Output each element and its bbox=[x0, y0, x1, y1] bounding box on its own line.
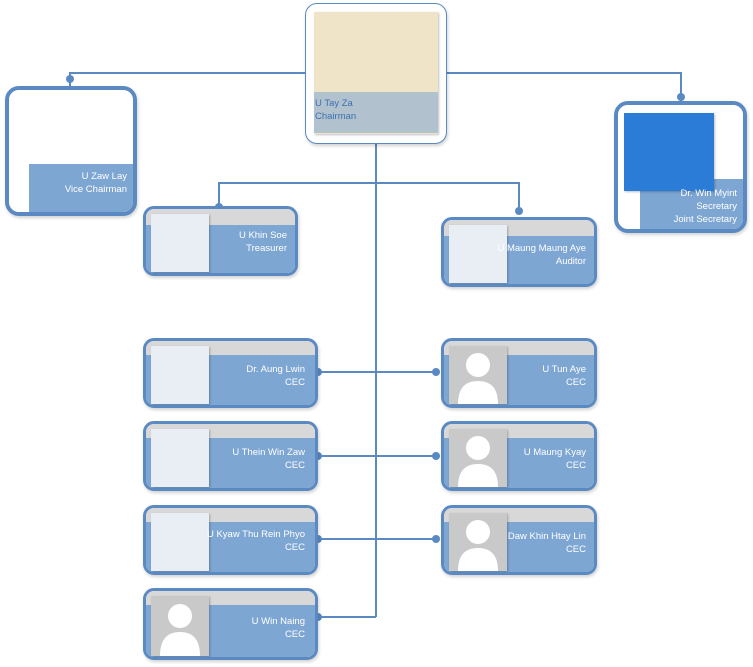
connector-dot bbox=[432, 452, 440, 460]
node-name: Daw Khin Htay Lin bbox=[507, 531, 586, 542]
node-role: CEC bbox=[284, 542, 305, 553]
node-role: Secretary bbox=[696, 201, 737, 212]
node-cec-left-3[interactable]: U Kyaw Thu Rein Phyo CEC bbox=[143, 505, 318, 575]
portrait-photo bbox=[151, 429, 209, 487]
node-role: CEC bbox=[565, 377, 586, 388]
node-name: U Maung Kyay bbox=[523, 447, 586, 458]
node-name: U Tay Za bbox=[315, 98, 353, 109]
node-cec-left-4[interactable]: U Win Naing CEC bbox=[143, 588, 318, 660]
node-name: U Zaw Lay bbox=[81, 171, 127, 182]
node-cec-left-2[interactable]: U Thein Win Zaw CEC bbox=[143, 421, 318, 491]
node-secretary[interactable]: Dr. Win Myint Secretary Joint Secretary bbox=[614, 101, 747, 233]
node-name: U Thein Win Zaw bbox=[232, 447, 305, 458]
connector-auditor bbox=[376, 182, 520, 213]
node-role: CEC bbox=[565, 460, 586, 471]
node-role: CEC bbox=[284, 460, 305, 471]
node-name: Dr. Win Myint bbox=[680, 188, 737, 199]
node-name: U Kyaw Thu Rein Phyo bbox=[206, 529, 305, 540]
node-cec-right-3[interactable]: Daw Khin Htay Lin CEC bbox=[441, 505, 597, 575]
node-name: U Khin Soe bbox=[238, 230, 287, 241]
node-role: CEC bbox=[284, 377, 305, 388]
connector-dot bbox=[677, 93, 685, 101]
connector-dot bbox=[515, 207, 523, 215]
connector-secretary bbox=[447, 72, 682, 101]
connector-dot bbox=[432, 368, 440, 376]
portrait-photo bbox=[151, 513, 209, 571]
node-role: CEC bbox=[565, 544, 586, 555]
portrait-photo bbox=[151, 214, 209, 272]
node-vice-chairman[interactable]: U Zaw Lay Vice Chairman bbox=[5, 86, 137, 216]
node-chairman[interactable]: U Tay Za Chairman bbox=[305, 3, 447, 144]
node-role-secondary: Joint Secretary bbox=[673, 214, 737, 225]
portrait-photo bbox=[151, 346, 209, 404]
node-name: U Tun Aye bbox=[542, 364, 586, 375]
node-name: Dr. Aung Lwin bbox=[246, 364, 305, 375]
placeholder-avatar-icon bbox=[449, 429, 507, 487]
node-role: Chairman bbox=[315, 111, 357, 122]
placeholder-avatar-icon bbox=[449, 346, 507, 404]
node-name: U Maung Maung Aye bbox=[497, 243, 586, 254]
portrait-photo bbox=[31, 96, 113, 164]
connector-dot bbox=[432, 535, 440, 543]
connector-vice-chairman bbox=[69, 72, 305, 86]
connector-dot bbox=[66, 75, 74, 83]
node-cec-right-1[interactable]: U Tun Aye CEC bbox=[441, 338, 597, 408]
portrait-photo bbox=[624, 113, 714, 191]
connector-treasurer bbox=[218, 182, 376, 208]
node-treasurer[interactable]: U Khin Soe Treasurer bbox=[143, 206, 298, 276]
placeholder-avatar-icon bbox=[449, 513, 507, 571]
node-cec-right-2[interactable]: U Maung Kyay CEC bbox=[441, 421, 597, 491]
node-cec-left-1[interactable]: Dr. Aung Lwin CEC bbox=[143, 338, 318, 408]
node-role: Treasurer bbox=[246, 243, 287, 254]
placeholder-avatar-icon bbox=[151, 596, 209, 656]
node-role: CEC bbox=[284, 629, 305, 640]
portrait-photo bbox=[449, 225, 507, 283]
node-auditor[interactable]: U Maung Maung Aye Auditor bbox=[441, 217, 597, 287]
node-role: Auditor bbox=[555, 256, 586, 267]
node-name: U Win Naing bbox=[251, 616, 305, 627]
node-role: Vice Chairman bbox=[64, 184, 127, 195]
